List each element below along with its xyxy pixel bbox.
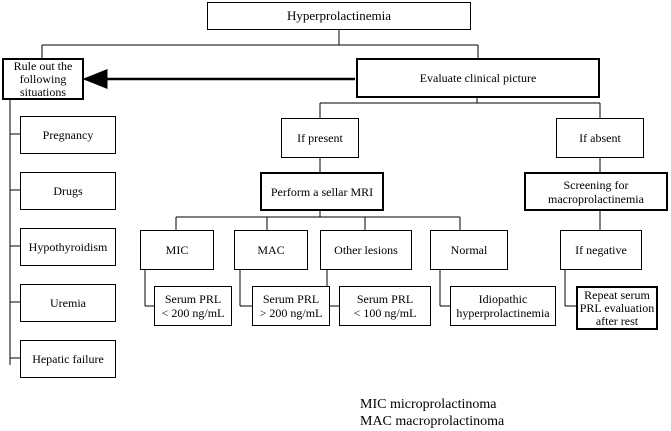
node-outcome-mic-label: Serum PRL < 200 ng/mL [161,292,225,320]
node-pregnancy: Pregnancy [20,116,116,154]
node-normal-label: Normal [450,243,488,257]
node-if-absent-label: If absent [579,131,621,145]
node-if-negative-label: If negative [575,243,627,257]
node-hypothyroidism-label: Hypothyroidism [28,240,108,254]
node-normal: Normal [430,230,508,270]
legend-mic: MIC microprolactinoma [360,397,497,412]
node-outcome-other: Serum PRL < 100 ng/mL [339,286,431,326]
node-other-lesions: Other lesions [320,230,412,270]
node-sellar-mri: Perform a sellar MRI [260,172,384,211]
legend-mac: MAC macroprolactinoma [360,414,505,429]
node-evaluate: Evaluate clinical picture [356,58,600,98]
node-outcome-other-label: Serum PRL < 100 ng/mL [353,292,417,320]
node-root-label: Hyperprolactinemia [287,8,391,23]
node-mac: MAC [234,230,308,270]
node-rule-out: Rule out the following situations [2,58,84,100]
node-hypothyroidism: Hypothyroidism [20,228,116,266]
node-mac-label: MAC [257,243,285,257]
node-drugs: Drugs [20,172,116,210]
node-sellar-mri-label: Perform a sellar MRI [270,184,374,199]
node-drugs-label: Drugs [53,184,83,198]
node-screening-label: Screening for macroprolactinemia [548,177,644,206]
node-pregnancy-label: Pregnancy [42,128,94,142]
node-mic: MIC [140,230,214,270]
node-root: Hyperprolactinemia [207,2,471,30]
node-rule-out-label: Rule out the following situations [13,58,73,99]
node-outcome-repeat-label: Repeat serum PRL evaluation after rest [579,287,655,328]
node-if-absent: If absent [556,118,644,158]
node-outcome-normal-label: Idiopathic hyperprolactinemia [456,292,550,320]
node-evaluate-label: Evaluate clinical picture [419,71,537,85]
node-other-lesions-label: Other lesions [334,243,398,257]
node-outcome-repeat: Repeat serum PRL evaluation after rest [576,286,658,330]
node-screening: Screening for macroprolactinemia [524,172,668,211]
node-if-present-label: If present [297,131,343,145]
node-outcome-mac: Serum PRL > 200 ng/mL [252,286,330,326]
node-outcome-mac-label: Serum PRL > 200 ng/mL [259,292,323,320]
node-uremia: Uremia [20,284,116,322]
node-uremia-label: Uremia [50,296,86,310]
node-outcome-mic: Serum PRL < 200 ng/mL [154,286,232,326]
node-if-negative: If negative [560,230,642,270]
node-outcome-normal: Idiopathic hyperprolactinemia [450,286,556,326]
node-mic-label: MIC [165,243,189,257]
node-hepatic-failure-label: Hepatic failure [32,352,104,366]
node-hepatic-failure: Hepatic failure [20,340,116,378]
node-if-present: If present [281,118,359,158]
